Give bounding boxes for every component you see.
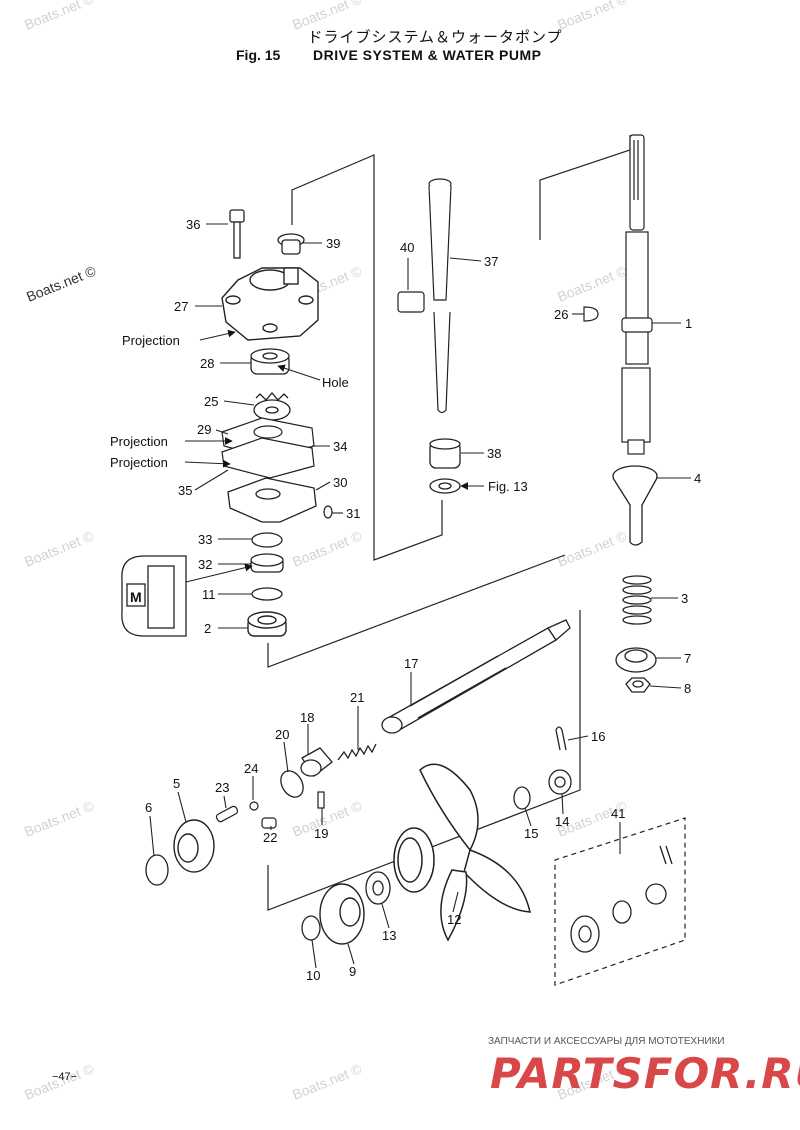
callout-10: 10 (306, 968, 320, 983)
projection-label: Projection (110, 434, 168, 449)
projection-label: Projection (122, 333, 180, 348)
callout-30: 30 (333, 475, 347, 490)
callout-40: 40 (400, 240, 414, 255)
lower-plate (227, 477, 317, 523)
callout-18: 18 (300, 710, 314, 725)
callout-2: 2 (204, 621, 211, 636)
callout-6: 6 (145, 800, 152, 815)
clutch-dog (300, 747, 333, 777)
callout-35: 35 (178, 483, 192, 498)
washer-15 (513, 786, 531, 810)
callout-25: 25 (204, 394, 218, 409)
callout-14: 14 (555, 814, 569, 829)
grommet-part (277, 233, 305, 255)
drive-shaft (621, 134, 653, 455)
callout-3: 3 (681, 591, 688, 606)
figure-label: Fig. 15 (236, 47, 281, 63)
bolt-part (229, 209, 245, 259)
callout-21: 21 (350, 690, 364, 705)
cross-pin-ring (280, 770, 304, 798)
callout-28: 28 (200, 356, 214, 371)
forward-gear (173, 819, 215, 873)
callout-37: 37 (484, 254, 498, 269)
gasket-plates (221, 417, 315, 479)
o-ring-33 (251, 532, 283, 548)
callout-1: 1 (685, 316, 692, 331)
title-japanese: ドライブシステム＆ウォータポンプ (307, 29, 563, 46)
propeller (393, 763, 531, 942)
insert-cartridge (250, 348, 290, 375)
prop-nut-14 (548, 769, 572, 795)
o-ring-11 (251, 587, 283, 601)
callout-7: 7 (684, 651, 691, 666)
kit-41-parts (570, 845, 673, 953)
reverse-gear (319, 883, 365, 945)
seal-part (429, 438, 461, 494)
shim-10 (301, 915, 321, 941)
sealant-inset: M (121, 555, 187, 637)
callout-5: 5 (173, 776, 180, 791)
fig13-reference: Fig. 13 (488, 479, 528, 494)
callout-24: 24 (244, 761, 258, 776)
callout-11: 11 (202, 587, 216, 602)
dowel-pin (323, 505, 333, 519)
callout-23: 23 (215, 780, 229, 795)
bushing-part (397, 291, 425, 313)
thrust-holder (365, 871, 391, 905)
bearing-2 (247, 611, 287, 637)
callout-27: 27 (174, 299, 188, 314)
sleeve-part (612, 465, 658, 546)
callout-32: 32 (198, 557, 212, 572)
part-22 (261, 817, 277, 829)
callout-12: 12 (447, 912, 461, 927)
callout-34: 34 (333, 439, 347, 454)
callout-36: 36 (186, 217, 200, 232)
callout-9: 9 (349, 964, 356, 979)
projection-label: Projection (110, 455, 168, 470)
leader-lines (149, 223, 691, 969)
callout-16: 16 (591, 729, 605, 744)
impeller (253, 392, 291, 421)
callout-26: 26 (554, 307, 568, 322)
callout-39: 39 (326, 236, 340, 251)
callout-19: 19 (314, 826, 328, 841)
callout-22: 22 (263, 830, 277, 845)
hole-label: Hole (322, 375, 349, 390)
brand-logo: PARTSFOR.RU (490, 1049, 800, 1098)
callout-33: 33 (198, 532, 212, 547)
propeller-shaft (381, 619, 571, 734)
kit-41-box (554, 817, 686, 986)
oil-seal-32 (250, 553, 284, 573)
callout-20: 20 (275, 727, 289, 742)
page-title: DRIVE SYSTEM & WATER PUMP (313, 47, 542, 63)
pinion-gear (615, 647, 657, 673)
page-number: −47− (52, 1071, 78, 1083)
callout-13: 13 (382, 928, 396, 943)
drive-shaft-tube (428, 178, 452, 414)
spring-21 (337, 743, 377, 761)
shim-6 (145, 854, 169, 886)
callout-8: 8 (684, 681, 691, 696)
callout-15: 15 (524, 826, 538, 841)
callout-4: 4 (694, 471, 701, 486)
callout-17: 17 (404, 656, 418, 671)
pump-housing (221, 267, 319, 341)
nut-part (625, 677, 651, 693)
pin-19 (317, 791, 325, 809)
cotter-pin-16 (555, 726, 567, 751)
callout-38: 38 (487, 446, 501, 461)
footer-tagline: ЗАПЧАСТИ И АКСЕССУАРЫ ДЛЯ МОТОТЕХНИКИ (488, 1036, 725, 1047)
callout-41: 41 (611, 806, 625, 821)
key-part (583, 306, 599, 322)
plunger-23 (215, 805, 239, 823)
callout-29: 29 (197, 422, 211, 437)
spring-part (622, 575, 652, 625)
callout-31: 31 (346, 506, 360, 521)
svg-text:M: M (130, 589, 142, 605)
ball-24 (249, 801, 259, 811)
